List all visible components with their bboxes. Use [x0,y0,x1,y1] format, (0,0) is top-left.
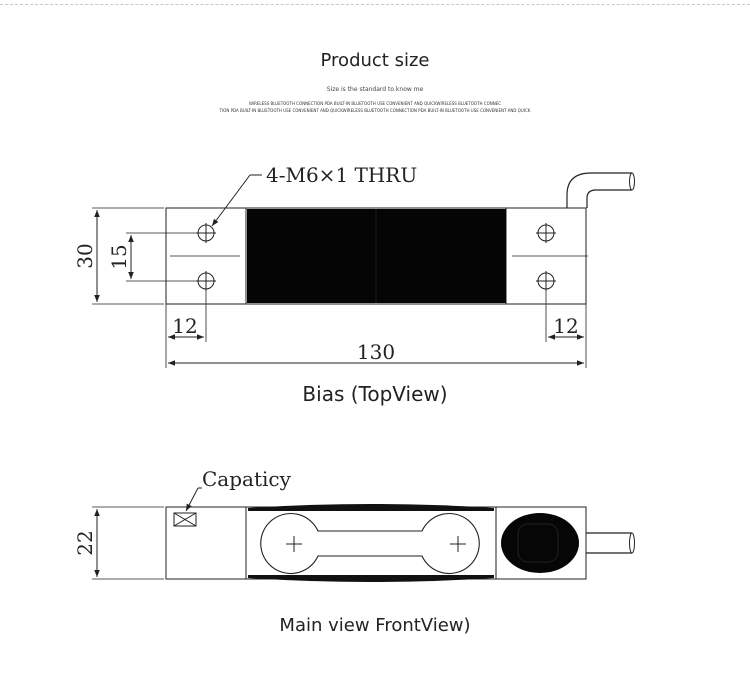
bottom-strip [248,575,494,582]
bending-slot [260,513,480,574]
capacity-marker [173,512,197,527]
mounting-hole [536,271,556,291]
dim-height-label: 30 [73,243,97,268]
front-view-caption: Main view FrontView) [279,615,471,636]
mounting-hole [196,223,216,243]
capacity-callout-label: Capaticy [202,467,292,491]
sensor-element [501,513,579,573]
mounting-hole [536,223,556,243]
fine-print-line-1: WIRELESS BLUETOOTH CONNECTION PDA BUILT-… [248,101,502,106]
dim-left-offset-label: 12 [172,314,197,338]
dim-hole-spacing-label: 15 [107,244,131,269]
dim-length-label: 130 [357,340,395,364]
top-view-drawing [92,172,635,368]
fine-print-line-2: TION PDA BUILT-IN BLUETOOTH USE CONVENIE… [219,108,531,113]
page-subtitle: Size is the standard to know me [326,86,424,93]
top-view-caption: Bias (TopView) [302,382,448,406]
mounting-hole [196,271,216,291]
dim-right-offset-label: 12 [553,314,578,338]
top-dashed-divider [0,4,750,5]
front-dim-height-label: 22 [73,530,97,555]
page-title: Product size [320,50,430,71]
top-strip [248,504,494,511]
hole-callout-label: 4-M6×1 THRU [266,163,417,187]
